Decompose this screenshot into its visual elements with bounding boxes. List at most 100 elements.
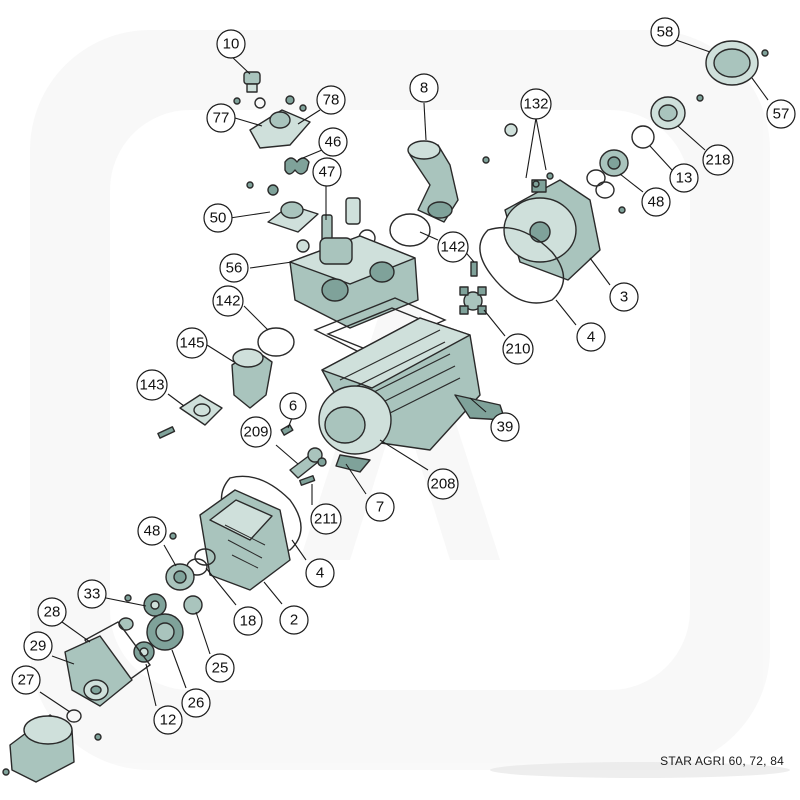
svg-text:13: 13 <box>676 170 693 187</box>
floor-shadow <box>490 762 790 778</box>
svg-text:209: 209 <box>243 424 268 441</box>
svg-text:58: 58 <box>657 24 674 41</box>
callout-142-lower: 142 <box>212 285 244 317</box>
svg-text:27: 27 <box>18 672 35 689</box>
callout-210: 210 <box>502 333 534 365</box>
svg-text:142: 142 <box>215 293 240 310</box>
svg-text:57: 57 <box>773 106 790 123</box>
callout-50: 50 <box>203 203 233 233</box>
svg-text:210: 210 <box>505 341 530 358</box>
part-2-front-housing <box>199 489 291 591</box>
part-209-shaft <box>289 447 327 479</box>
svg-text:218: 218 <box>705 152 730 169</box>
svg-text:211: 211 <box>314 511 338 528</box>
callout-10: 10 <box>216 29 246 59</box>
svg-text:26: 26 <box>188 695 205 712</box>
part-29-cover <box>64 635 133 707</box>
callout-27: 27 <box>11 665 41 695</box>
part-142-o-ring-lower <box>257 327 295 357</box>
svg-text:39: 39 <box>497 419 514 436</box>
svg-text:4: 4 <box>587 329 595 346</box>
part-33-gear-small <box>124 593 167 617</box>
part-50-valve-plate <box>246 181 319 253</box>
part-145-elbow <box>231 348 273 409</box>
callout-218: 218 <box>702 144 734 176</box>
callout-26: 26 <box>181 688 211 718</box>
callout-78: 78 <box>316 85 346 115</box>
callout-6: 6 <box>279 392 307 420</box>
model-caption: STAR AGRI 60, 72, 84 <box>660 754 784 768</box>
part-211-screw <box>299 475 316 486</box>
svg-text:208: 208 <box>430 476 455 493</box>
callout-29: 29 <box>23 631 53 661</box>
svg-text:33: 33 <box>84 586 101 603</box>
svg-text:29: 29 <box>30 638 47 655</box>
callout-39: 39 <box>490 412 520 442</box>
svg-text:28: 28 <box>44 604 61 621</box>
callout-143: 143 <box>136 369 168 401</box>
part-210-spider <box>459 261 487 315</box>
callout-12: 12 <box>153 705 183 735</box>
svg-text:18: 18 <box>240 613 257 630</box>
callout-4-upper: 4 <box>576 322 606 352</box>
svg-text:77: 77 <box>213 110 230 127</box>
part-142-o-ring-upper <box>389 213 431 247</box>
leader-lines <box>39 39 769 713</box>
part-25-bushing <box>118 617 134 631</box>
callout-132: 132 <box>520 88 552 120</box>
svg-text:7: 7 <box>376 499 384 516</box>
callout-48-upper: 48 <box>641 187 671 217</box>
callout-211: 211 <box>310 503 342 535</box>
part-132-pins <box>482 123 626 214</box>
callout-145: 145 <box>176 327 208 359</box>
svg-text:143: 143 <box>139 377 164 394</box>
svg-text:48: 48 <box>648 194 665 211</box>
callout-46: 46 <box>318 127 348 157</box>
part-208-piston <box>318 385 392 473</box>
callout-13: 13 <box>669 163 699 193</box>
callout-25: 25 <box>205 653 235 683</box>
callout-142-upper: 142 <box>437 231 469 263</box>
svg-text:2: 2 <box>290 612 298 629</box>
callout-4-lower: 4 <box>305 558 335 588</box>
svg-text:50: 50 <box>210 210 227 227</box>
callout-56: 56 <box>219 253 249 283</box>
callout-209: 209 <box>240 416 272 448</box>
callout-33: 33 <box>77 579 107 609</box>
part-56-cylinder-head <box>289 235 419 329</box>
callout-47: 47 <box>312 157 342 187</box>
callout-7: 7 <box>365 492 395 522</box>
part-10-fitting <box>233 71 266 109</box>
part-4-gasket-upper <box>479 226 565 304</box>
part-143-flange <box>157 394 223 439</box>
part-3-housing <box>503 179 601 281</box>
svg-text:142: 142 <box>440 239 465 256</box>
svg-text:78: 78 <box>323 92 340 109</box>
part-8-elbow <box>407 140 459 223</box>
svg-text:10: 10 <box>223 36 240 53</box>
callout-48-lower: 48 <box>137 516 167 546</box>
callout-58: 58 <box>650 17 680 47</box>
callout-18: 18 <box>233 606 263 636</box>
svg-text:48: 48 <box>144 523 161 540</box>
callout-8: 8 <box>409 73 439 103</box>
part-6-pin <box>280 424 294 436</box>
svg-text:132: 132 <box>523 96 548 113</box>
svg-text:8: 8 <box>420 80 428 97</box>
svg-text:56: 56 <box>226 260 243 277</box>
callout-57: 57 <box>766 99 796 129</box>
callout-2: 2 <box>279 605 309 635</box>
svg-text:12: 12 <box>160 712 177 729</box>
part-26-gear-large <box>146 613 184 651</box>
part-27-cap <box>2 709 102 783</box>
svg-text:4: 4 <box>316 565 324 582</box>
part-12-gear <box>133 641 155 663</box>
part-46-spring <box>284 157 310 175</box>
part-57-58-end-cap <box>696 40 769 102</box>
part-48-bearing-lower <box>165 532 203 615</box>
part-77-cover-plate <box>249 95 311 149</box>
svg-text:47: 47 <box>319 164 336 181</box>
svg-text:3: 3 <box>620 289 628 306</box>
callout-3: 3 <box>609 282 639 312</box>
